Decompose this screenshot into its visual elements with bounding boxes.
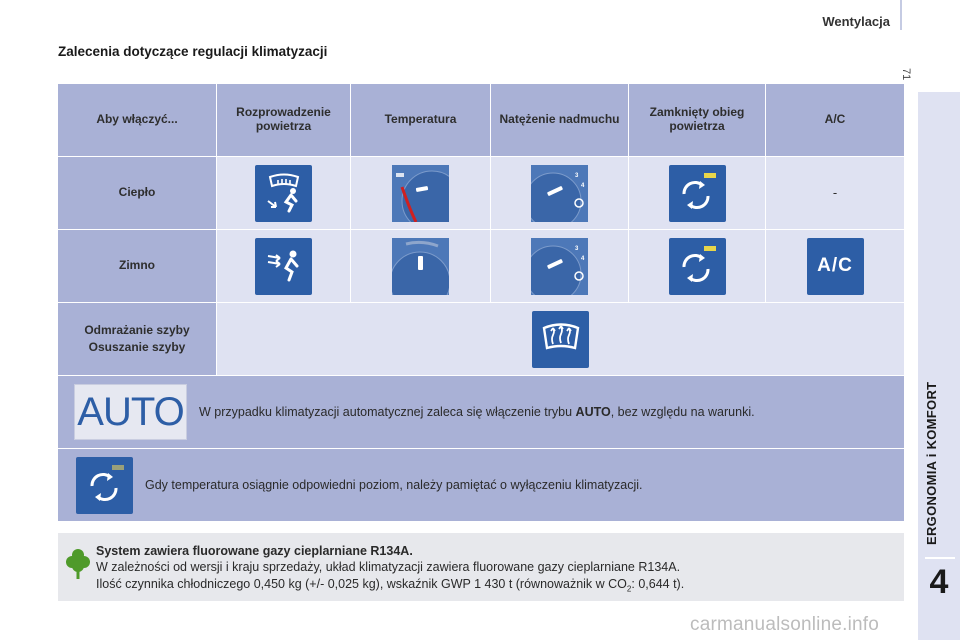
air-recirculation-icon (668, 164, 726, 222)
column-header: A/C (766, 84, 904, 156)
fan-speed-dial-icon: 3 4 (531, 164, 588, 222)
row-label: Ciepło (58, 157, 217, 229)
environment-tree-icon (60, 547, 96, 581)
note-line: Ilość czynnika chłodniczego 0,450 kg (+/… (96, 576, 685, 594)
column-header: Natężenie nadmuchu (491, 84, 629, 156)
table-row-defrost: Odmrażanie szyby Osuszanie szyby (58, 303, 904, 376)
face-air-icon (255, 237, 312, 295)
windscreen-feet-air-icon (255, 164, 312, 222)
windscreen-defrost-icon (532, 310, 589, 368)
ac-not-required: - (766, 157, 904, 229)
svg-text:3: 3 (575, 173, 579, 179)
recommendations-table: Aby włączyć... Rozprowadzenie powietrza … (58, 84, 904, 522)
section-title: Wentylacja (822, 14, 890, 29)
recirculation-reminder-row: Gdy temperatura osiągnie odpowiedni pozi… (58, 449, 904, 522)
note-title: System zawiera fluorowane gazy cieplarni… (96, 544, 413, 558)
column-header: Aby włączyć... (58, 84, 217, 156)
chapter-divider (925, 557, 955, 559)
air-recirculation-icon (668, 237, 726, 295)
svg-text:4: 4 (581, 256, 585, 262)
row-label: Odmrażanie szyby Osuszanie szyby (58, 303, 217, 375)
fan-speed-dial-icon: 3 4 (531, 237, 588, 295)
page-number: 71 (900, 68, 912, 81)
note-line: W zależności od wersji i kraju sprzedaży… (96, 560, 681, 575)
table-header-row: Aby włączyć... Rozprowadzenie powietrza … (58, 84, 904, 157)
ac-button-icon: A/C (806, 237, 864, 295)
environment-note: System zawiera fluorowane gazy cieplarni… (58, 533, 904, 601)
column-header: Temperatura (351, 84, 491, 156)
column-header: Rozprowadzenie powietrza (217, 84, 351, 156)
watermark: carmanualsonline.info (690, 614, 880, 635)
page-title: Zalecenia dotyczące regulacji klimatyzac… (58, 44, 328, 59)
table-row-heat: Ciepło (58, 157, 904, 230)
chapter-number: 4 (929, 563, 949, 601)
header-divider (900, 0, 902, 30)
svg-text:3: 3 (575, 246, 579, 252)
svg-text:4: 4 (581, 183, 585, 189)
table-row-cold: Zimno (58, 230, 904, 303)
column-header: Zamknięty obieg powietrza (629, 84, 766, 156)
row-label: Zimno (58, 230, 217, 302)
air-recirculation-icon (76, 456, 133, 514)
auto-mode-row: AUTO W przypadku klimatyzacji automatycz… (58, 376, 904, 449)
chapter-label: ERGONOMIA i KOMFORT (924, 381, 939, 545)
auto-mode-text: W przypadku klimatyzacji automatycznej z… (199, 404, 755, 419)
auto-button-icon: AUTO (74, 384, 187, 440)
recirculation-reminder-text: Gdy temperatura osiągnie odpowiedni pozi… (145, 477, 643, 492)
temperature-dial-icon (392, 237, 449, 295)
temperature-dial-icon (392, 164, 449, 222)
chapter-sidebar (918, 92, 960, 640)
